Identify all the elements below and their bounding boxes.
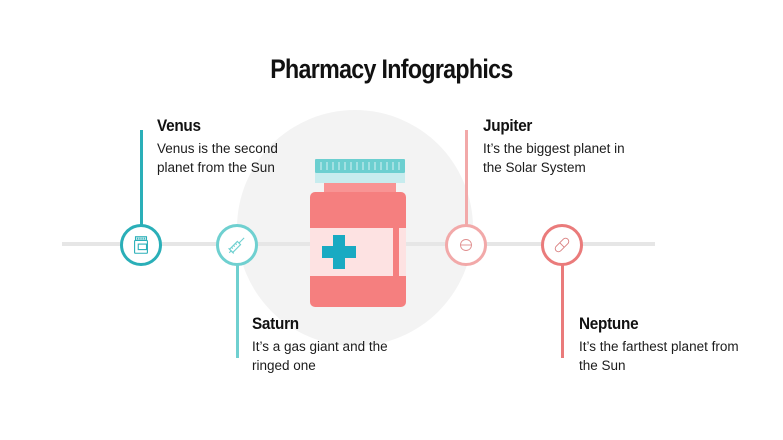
medicine-jar-icon — [134, 236, 148, 254]
jupiter-connector-line — [465, 130, 468, 226]
venus-connector-line — [140, 130, 143, 226]
venus-description: Venus is the second planet from the Sun — [157, 141, 278, 175]
page-title: Pharmacy Infographics — [270, 54, 513, 84]
venus-node — [120, 224, 162, 266]
neptune-description: It’s the farthest planet from the Sun — [579, 339, 739, 373]
saturn-connector-line — [236, 262, 239, 358]
medicine-bottle-icon — [310, 159, 406, 307]
medicine-bottle-illustration — [305, 155, 411, 310]
neptune-node — [541, 224, 583, 266]
syringe-icon — [228, 237, 245, 254]
venus-block: Venus Venus is the second planet from th… — [157, 116, 317, 177]
capsule-icon — [554, 237, 570, 253]
jupiter-node — [445, 224, 487, 266]
pill-tablet-icon — [460, 239, 472, 251]
saturn-block: Saturn It’s a gas giant and the ringed o… — [252, 314, 412, 375]
venus-title: Venus — [157, 116, 201, 135]
saturn-description: It’s a gas giant and the ringed one — [252, 339, 388, 373]
neptune-title: Neptune — [579, 314, 639, 333]
neptune-block: Neptune It’s the farthest planet from th… — [579, 314, 739, 375]
jupiter-title: Jupiter — [483, 116, 533, 135]
neptune-connector-line — [561, 262, 564, 358]
saturn-title: Saturn — [252, 314, 299, 333]
saturn-node — [216, 224, 258, 266]
jupiter-block: Jupiter It’s the biggest planet in the S… — [483, 116, 643, 177]
jupiter-description: It’s the biggest planet in the Solar Sys… — [483, 141, 625, 175]
